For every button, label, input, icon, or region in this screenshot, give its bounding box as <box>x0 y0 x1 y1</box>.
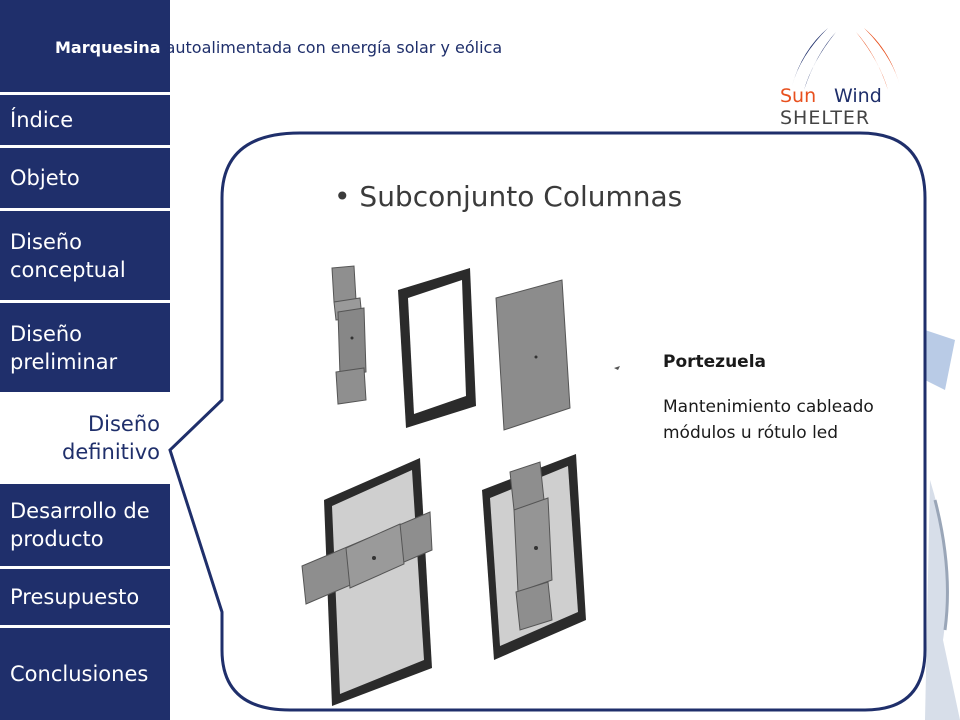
sidebar-item-label: Conclusiones <box>10 662 149 686</box>
sidebar: Índice Objeto Diseño conceptual Diseño p… <box>0 0 170 720</box>
assembled-door-right <box>482 454 586 660</box>
part-title: Portezuela <box>663 352 767 372</box>
column-plate-part <box>331 265 367 405</box>
sidebar-item-objeto[interactable]: Objeto <box>0 148 170 208</box>
sidebar-item-desarrollo-producto[interactable]: Desarrollo de producto <box>0 484 170 566</box>
sidebar-header-block <box>0 0 170 92</box>
sidebar-item-label: Diseño <box>10 229 83 254</box>
sidebar-item-label: Objeto <box>10 166 80 190</box>
sidebar-item-label: Desarrollo de <box>10 499 150 523</box>
sidebar-item-label: Diseño <box>87 412 160 436</box>
sidebar-item-diseno-conceptual[interactable]: Diseño conceptual <box>0 211 170 300</box>
sidebar-item-label: preliminar <box>10 349 118 374</box>
sidebar-item-label: conceptual <box>10 257 126 282</box>
sidebar-item-label: Diseño <box>10 321 83 346</box>
assembled-door-left <box>301 458 433 706</box>
door-frame-part <box>398 268 476 428</box>
part-description-block: Portezuela Mantenimiento cableado módulo… <box>663 352 883 446</box>
sidebar-item-conclusiones[interactable]: Conclusiones <box>0 628 170 720</box>
part-description: Mantenimiento cableado módulos u rótulo … <box>663 397 874 443</box>
door-panel-part <box>495 279 571 431</box>
logo-shelter-text: SHELTER <box>780 107 870 129</box>
logo-wind-text: Wind <box>834 85 882 107</box>
page-title-rest: autoalimentada con energía solar y eólic… <box>160 38 503 57</box>
page-title: Marquesina autoalimentada con energía so… <box>55 38 502 57</box>
background-structure-image <box>925 330 960 720</box>
sidebar-item-diseno-preliminar[interactable]: Diseño preliminar <box>0 303 170 392</box>
sidebar-item-label: Índice <box>10 108 74 132</box>
sidebar-item-label: producto <box>10 527 104 551</box>
page-title-highlight: Marquesina <box>55 38 161 57</box>
sidebar-item-label: Presupuesto <box>10 585 140 609</box>
sidebar-item-label: definitivo <box>62 440 160 464</box>
slide-heading: • Subconjunto Columnas <box>334 180 683 213</box>
sidebar-item-indice[interactable]: Índice <box>0 95 170 145</box>
sidebar-item-diseno-definitivo[interactable]: Diseño definitivo <box>0 395 170 481</box>
sunwind-shelter-logo: Sun Wind SHELTER <box>780 28 900 129</box>
logo-sun-text: Sun <box>780 85 816 107</box>
sidebar-item-presupuesto[interactable]: Presupuesto <box>0 569 170 625</box>
pointer-arrow-icon <box>614 366 620 370</box>
